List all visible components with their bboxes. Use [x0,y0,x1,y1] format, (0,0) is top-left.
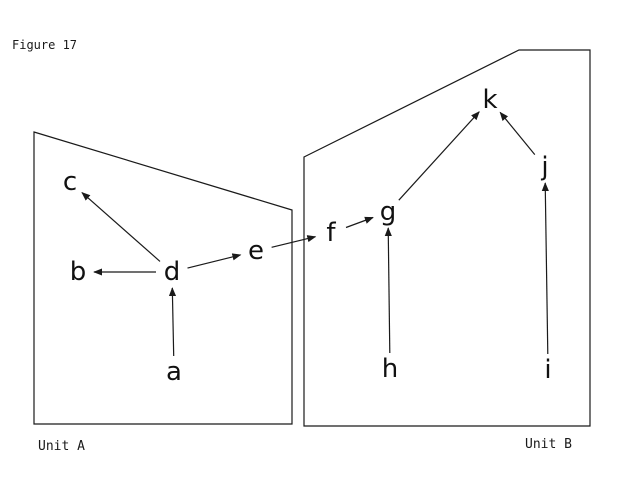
edge-d-to-c [81,192,161,262]
unit-b-label: Unit B [525,437,572,452]
edge-h-to-g [384,227,392,354]
unit-a-label: Unit A [38,439,85,454]
node-j: j [540,152,548,182]
node-i: i [544,355,551,385]
node-h: h [382,354,398,384]
edge-j-to-k [499,111,536,155]
edge-d-to-e [187,253,242,269]
node-a: a [166,357,182,387]
unit-a-boundary [33,131,293,425]
edge-e-to-f [271,235,317,248]
node-d: d [164,257,181,287]
node-b: b [70,257,87,287]
nodes-layer: a b c d e f g h i j k [63,85,552,387]
node-g: g [380,197,397,227]
edge-i-to-j [541,182,549,355]
edge-a-to-d [168,287,177,357]
node-c: c [63,167,77,197]
edge-f-to-g [345,216,374,229]
edges-layer [81,111,549,357]
node-k: k [482,85,497,115]
unit-b-boundary [303,49,591,427]
figure-title: Figure 17 [12,38,78,52]
edge-g-to-k [398,111,480,201]
node-e: e [248,236,264,266]
node-f: f [326,218,336,248]
